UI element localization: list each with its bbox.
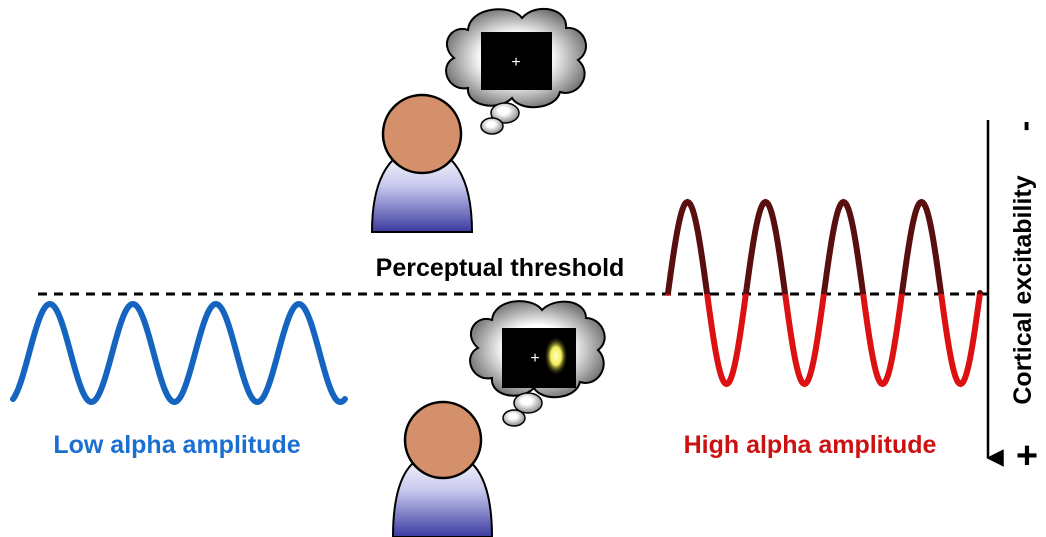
high-alpha-wave-below-threshold	[665, 294, 983, 388]
low-alpha-wave	[10, 300, 348, 406]
high-alpha-wave	[665, 198, 983, 388]
person-lower	[391, 400, 494, 537]
thought-bubble-upper: +	[445, 8, 587, 135]
thought-bubble-lower: +	[469, 300, 606, 427]
person-upper	[370, 93, 474, 233]
high-alpha-wave-above-threshold	[665, 198, 983, 294]
high-alpha-label: High alpha amplitude	[684, 431, 937, 459]
excitability-minus-sign: -	[1006, 121, 1042, 132]
excitability-label: Cortical excitability	[1009, 175, 1037, 404]
screen-no-stimulus	[481, 32, 552, 90]
threshold-label: Perceptual threshold	[376, 254, 625, 282]
visual-stimulus-icon	[544, 336, 568, 376]
low-alpha-label: Low alpha amplitude	[53, 431, 300, 459]
person-upper-head	[381, 93, 463, 175]
fixation-cross-upper: +	[511, 54, 520, 71]
fixation-cross-lower: +	[530, 350, 539, 367]
excitability-plus-sign: +	[1016, 435, 1038, 477]
person-lower-head	[403, 400, 483, 480]
